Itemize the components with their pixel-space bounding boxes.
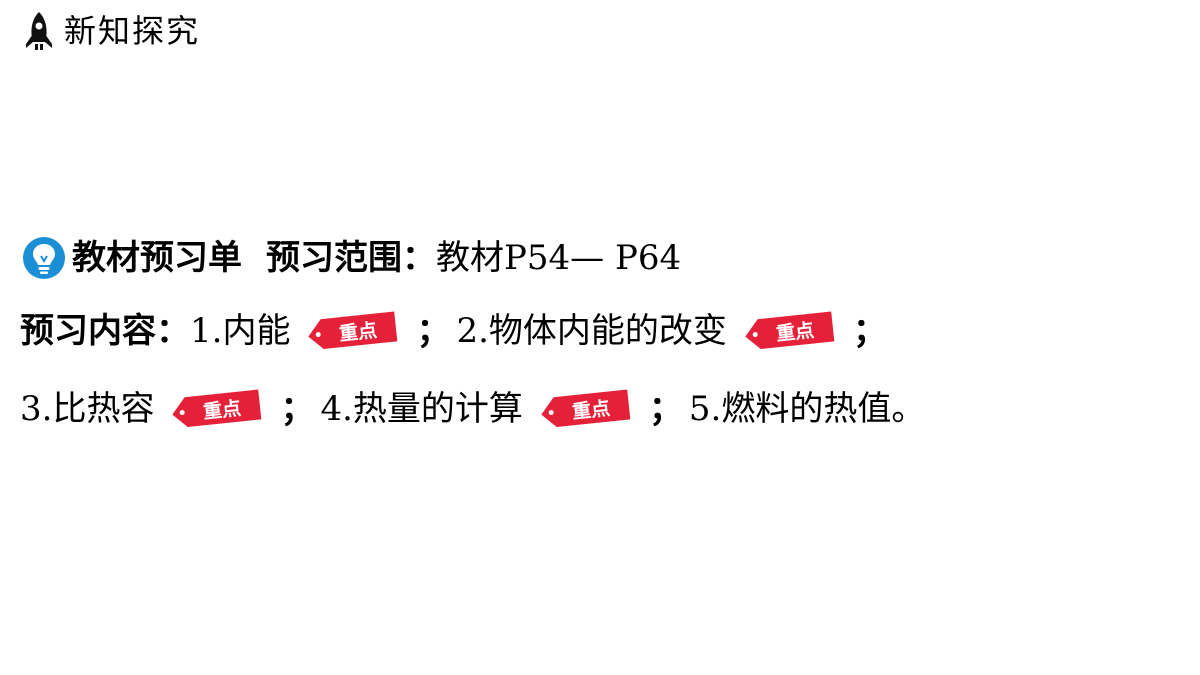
content-item-5: 5.燃料的热值。 bbox=[688, 389, 926, 429]
separator: ； bbox=[852, 311, 887, 351]
content-line-1: 预习内容： 1.内能 重点 ； 2.物体内能的改变 重点 ； bbox=[20, 308, 893, 354]
content-label: 预习内容： bbox=[20, 311, 190, 351]
tag-label: 重点 bbox=[203, 397, 243, 423]
content-line-2: 3.比热容 重点 ； 4.热量的计算 重点 ； 5.燃料的热值。 bbox=[20, 386, 925, 432]
content-item-1: 1.内能 bbox=[190, 311, 291, 351]
rocket-icon bbox=[26, 12, 52, 50]
range-label: 预习范围： bbox=[266, 238, 436, 278]
section-heading: 教材预习单 bbox=[72, 238, 242, 278]
content-item-2: 2.物体内能的改变 bbox=[456, 311, 727, 351]
content-item-3: 3.比热容 bbox=[20, 389, 155, 429]
separator: ； bbox=[280, 389, 315, 429]
tag-label: 重点 bbox=[571, 397, 611, 423]
tag-label: 重点 bbox=[775, 319, 815, 345]
content-item-4: 4.热量的计算 bbox=[320, 389, 523, 429]
key-point-tag: 重点 bbox=[537, 386, 633, 432]
separator: ； bbox=[648, 389, 683, 429]
key-point-tag: 重点 bbox=[304, 308, 400, 354]
range-value: 教材P54— P64 bbox=[436, 238, 682, 278]
header: 新知探究 bbox=[22, 10, 200, 52]
page-title: 新知探究 bbox=[64, 12, 201, 50]
key-point-tag: 重点 bbox=[168, 386, 264, 432]
separator: ； bbox=[416, 311, 451, 351]
key-point-tag: 重点 bbox=[741, 308, 837, 354]
lightbulb-icon bbox=[23, 237, 65, 279]
tag-label: 重点 bbox=[339, 319, 379, 345]
section-line: 教材预习单 预习范围： 教材P54— P64 bbox=[20, 236, 681, 280]
